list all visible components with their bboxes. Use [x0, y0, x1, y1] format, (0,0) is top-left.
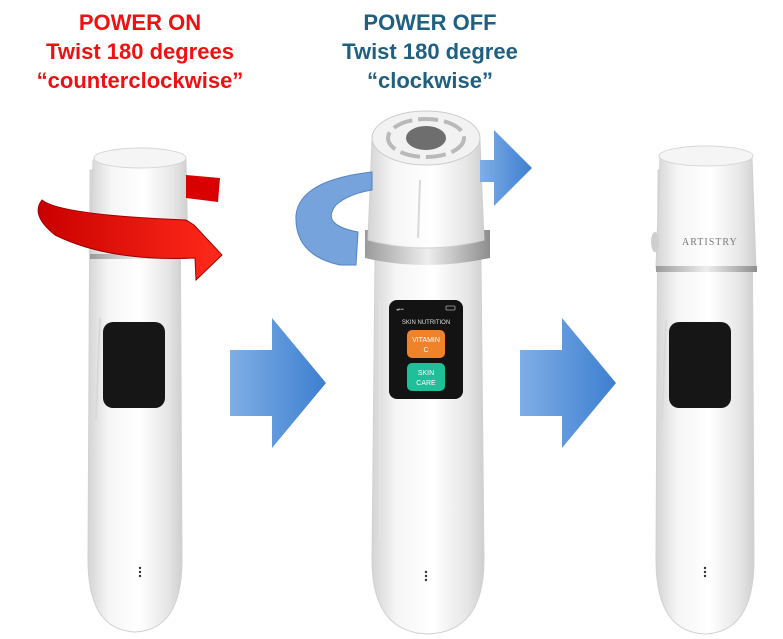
clockwise-rotation-arrow-icon: [295, 130, 532, 266]
screen-status-bar: ◂•••: [396, 307, 404, 313]
vitamin-c-label-line2: C: [423, 347, 428, 354]
skin-care-label-line2: CARE: [416, 380, 436, 387]
indicator-dots: [424, 570, 428, 582]
screen-header: SKIN NUTRITION: [402, 320, 450, 326]
device-front-panel: [103, 322, 165, 408]
indicator-dots: [703, 566, 707, 578]
power-on-caption: POWER ON Twist 180 degrees “counterclock…: [20, 8, 260, 95]
right-arrow-icon: [520, 318, 616, 448]
power-off-direction: “clockwise”: [367, 68, 493, 93]
power-off-instruction: Twist 180 degree: [342, 39, 518, 64]
vitamin-c-label-line1: VITAMIN: [412, 337, 440, 344]
skin-care-button[interactable]: SKIN CARE: [407, 363, 445, 391]
power-on-title: POWER ON: [78, 10, 202, 35]
device-power-off: ◂••• SKIN NUTRITION VITAMIN C SKIN CARE: [365, 110, 490, 635]
vitamin-c-button[interactable]: VITAMIN C: [407, 330, 445, 358]
skin-care-label-line1: SKIN: [418, 370, 434, 377]
power-off-caption: POWER OFF Twist 180 degree “clockwise”: [310, 8, 550, 95]
right-arrow-icon: [230, 318, 326, 448]
device-front-panel: [669, 322, 731, 408]
counterclockwise-rotation-arrow-icon: [37, 175, 223, 282]
device-brand-label: ARTISTRY: [682, 237, 738, 248]
battery-icon: [445, 305, 456, 311]
power-off-title: POWER OFF: [363, 10, 497, 35]
device-final: ARTISTRY: [651, 145, 757, 635]
indicator-dots: [138, 566, 142, 578]
power-on-instruction: Twist 180 degrees: [46, 39, 234, 64]
power-on-direction: “counterclockwise”: [36, 68, 244, 93]
